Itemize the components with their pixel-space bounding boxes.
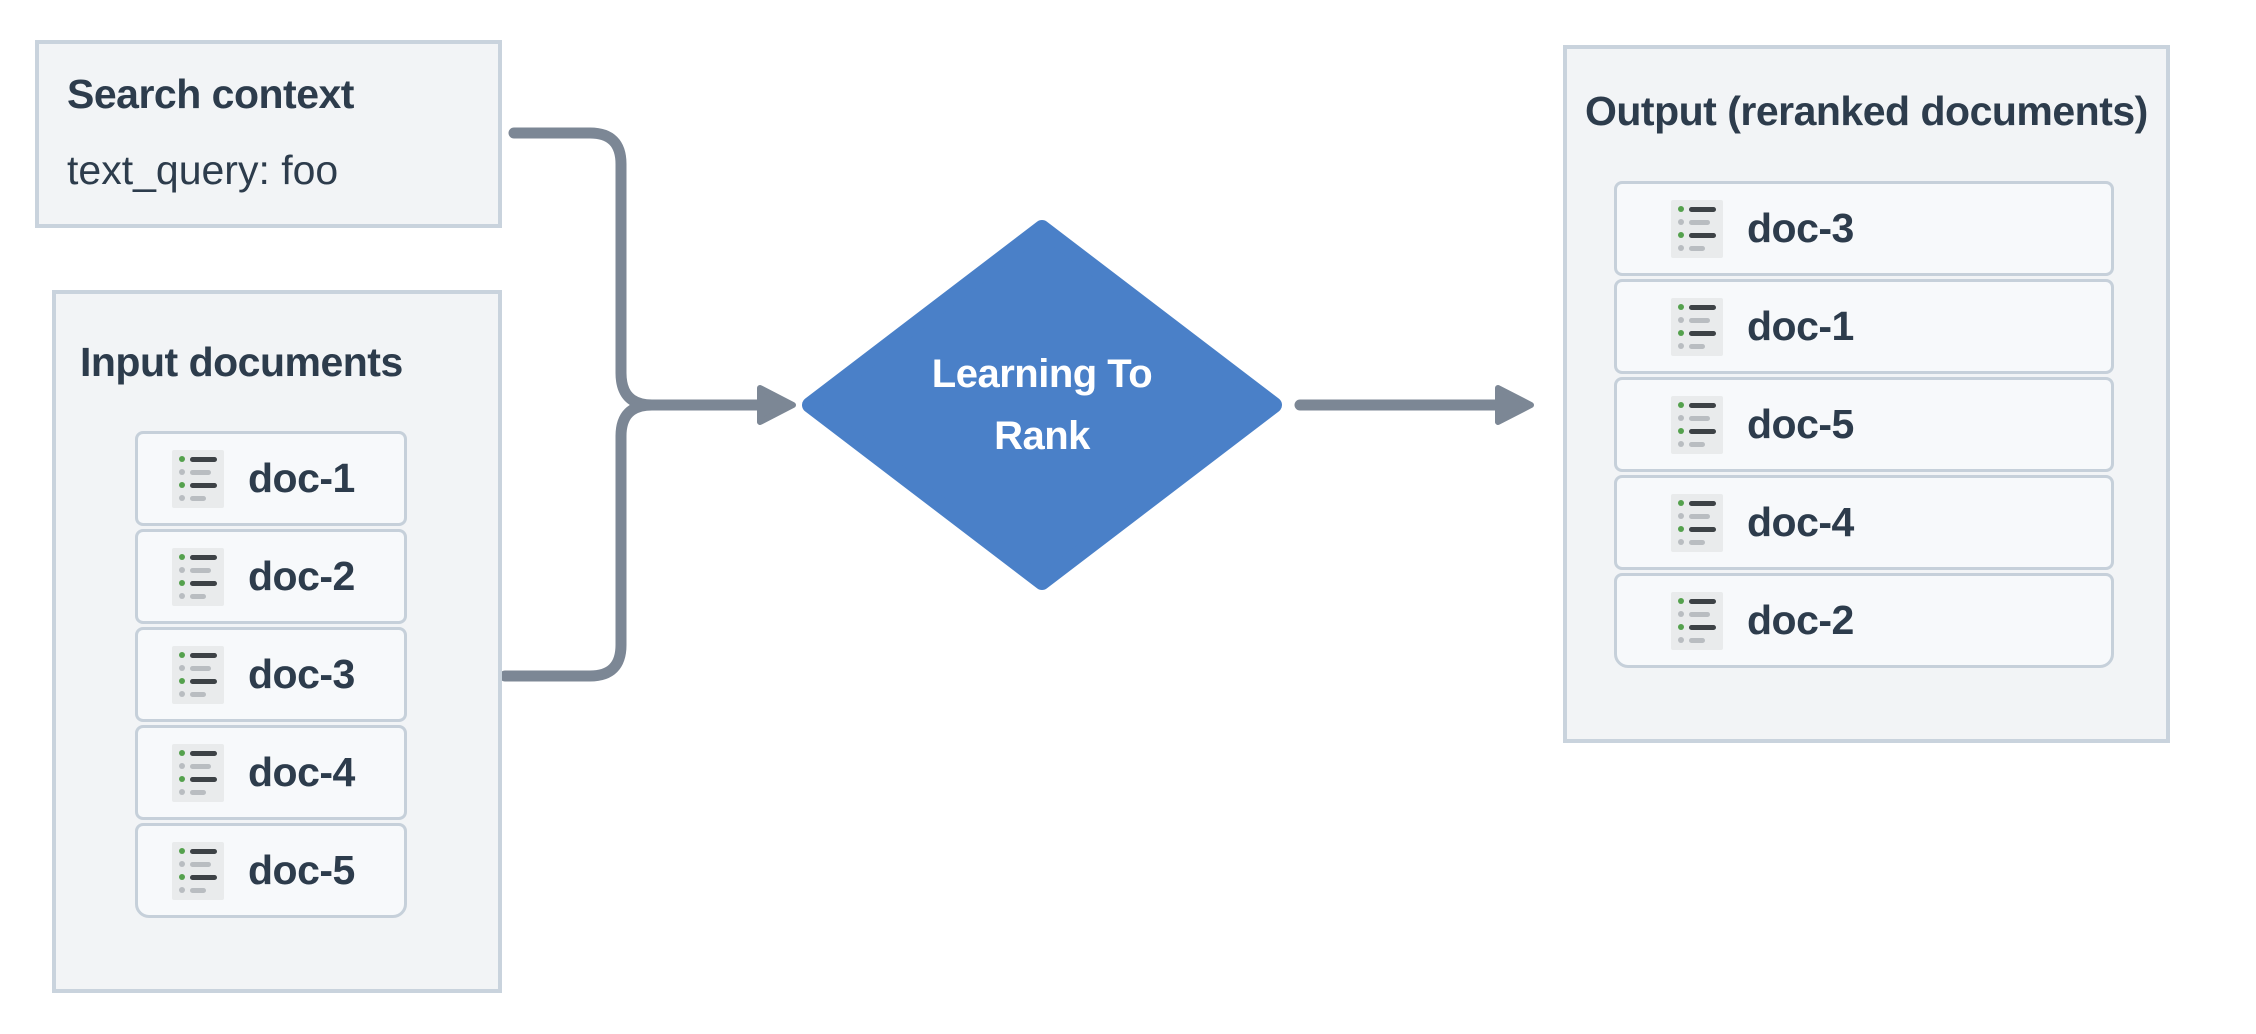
input-documents-panel: Input documents doc-1 [52,290,502,993]
doc-label: doc-5 [248,847,355,893]
doc-item: doc-2 [1614,573,2114,668]
doc-label: doc-4 [248,749,355,795]
input-documents-list: doc-1 doc-2 [135,431,407,918]
doc-label: doc-3 [248,651,355,697]
doc-item: doc-3 [1614,181,2114,276]
output-documents-title: Output (reranked documents) [1585,88,2148,134]
connector-line-search-to-ranker [508,127,764,411]
doc-item: doc-5 [1614,377,2114,472]
document-list-icon [172,743,224,802]
ranker-label-line1: Learning To [931,352,1153,396]
doc-item: doc-2 [135,529,407,624]
connector-line-input-to-ranker [499,399,658,682]
doc-label: doc-2 [248,553,355,599]
doc-label: doc-1 [1747,303,1854,349]
doc-label: doc-3 [1747,205,1854,251]
text-query-value: text_query: foo [67,147,339,193]
doc-item: doc-1 [1614,279,2114,374]
document-list-icon [172,645,224,704]
document-list-icon [1671,199,1723,258]
search-context-title: Search context [67,71,354,117]
doc-label: doc-2 [1747,597,1854,643]
document-list-icon [1671,395,1723,454]
doc-item: doc-4 [135,725,407,820]
doc-item: doc-3 [135,627,407,722]
doc-item: doc-5 [135,823,407,918]
doc-label: doc-1 [248,455,355,501]
ranker-label-line2: Rank [994,414,1090,458]
doc-item: doc-4 [1614,475,2114,570]
input-documents-title: Input documents [80,339,403,385]
document-list-icon [1671,591,1723,650]
output-documents-list: doc-3 doc-1 [1614,181,2114,668]
document-list-icon [172,449,224,508]
document-list-icon [172,547,224,606]
doc-item: doc-1 [135,431,407,526]
arrow-right-icon [757,385,796,425]
output-documents-panel: Output (reranked documents) doc-3 [1563,45,2170,743]
search-context-panel: Search context text_query: foo [35,40,502,228]
doc-label: doc-4 [1747,499,1854,545]
arrow-right-icon [1495,385,1534,425]
ranker-label: Learning To Rank [842,343,1242,467]
document-list-icon [172,841,224,900]
document-list-icon [1671,493,1723,552]
doc-label: doc-5 [1747,401,1854,447]
document-list-icon [1671,297,1723,356]
